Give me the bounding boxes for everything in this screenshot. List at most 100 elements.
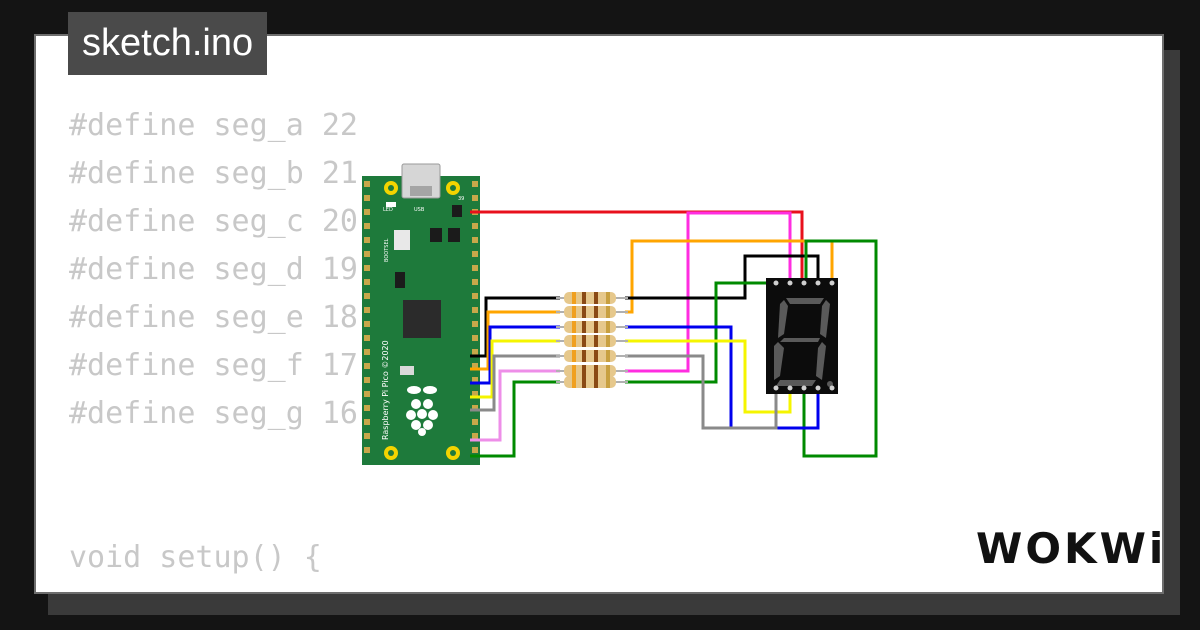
board-pin: [364, 419, 370, 425]
resistor-band: [594, 306, 598, 318]
board-pin: [472, 335, 478, 341]
board-pin: [472, 307, 478, 313]
board-pin: [364, 307, 370, 313]
board-pin: [364, 335, 370, 341]
board-pin: [364, 363, 370, 369]
resistor-band: [572, 292, 576, 304]
resistor[interactable]: [564, 350, 616, 362]
resistor-band: [582, 335, 586, 347]
display-pin: [829, 280, 835, 286]
board-pin: [364, 321, 370, 327]
code-line: #define seg_b 21: [69, 156, 358, 191]
board-pin: [364, 447, 370, 453]
board-pin: [472, 195, 478, 201]
board-pin: [472, 377, 478, 383]
board-pin: [364, 293, 370, 299]
resistor-band: [606, 321, 610, 333]
display-pin: [773, 385, 779, 391]
resistor-band: [606, 350, 610, 362]
wire-gray-right[interactable]: [625, 354, 778, 430]
wire-orange-left[interactable]: [470, 310, 560, 371]
code-line: #define seg_g 16: [69, 396, 358, 431]
resistor[interactable]: [564, 321, 616, 333]
resistor-band: [572, 350, 576, 362]
board-pin: [472, 321, 478, 327]
board-pin: [364, 237, 370, 243]
usb-label: USB: [414, 207, 425, 213]
resistor-band: [606, 292, 610, 304]
board-pin: [472, 447, 478, 453]
resistor-band: [572, 376, 576, 388]
resistor[interactable]: [564, 365, 616, 377]
board-name-label: Raspberry Pi Pico ©2020: [381, 340, 390, 440]
wire-gray-left[interactable]: [470, 354, 560, 412]
board-pin: [364, 377, 370, 383]
board-pin: [472, 363, 478, 369]
board-pin: [472, 433, 478, 439]
code-editor: #define seg_a 22 #define seg_b 21 #define …: [69, 102, 358, 582]
wire-pink-left[interactable]: [470, 369, 560, 442]
display-pin: [815, 385, 821, 391]
resistor[interactable]: [564, 292, 616, 304]
code-line: #define seg_f 17: [69, 348, 358, 383]
resistor-band: [582, 292, 586, 304]
resistor-band: [594, 321, 598, 333]
board-pin: [472, 405, 478, 411]
code-line: #define seg_a 22: [69, 108, 358, 143]
code-line: #define seg_d 19: [69, 252, 358, 287]
resistor-band: [594, 376, 598, 388]
resistor-band: [594, 292, 598, 304]
wire-orange[interactable]: [625, 239, 834, 314]
resistor-band: [572, 365, 576, 377]
code-line: #define seg_e 18: [69, 300, 358, 335]
pico-board[interactable]: LED USB 39 BOOTSEL Raspberry Pi Pico ©20…: [362, 163, 480, 465]
wire-green-top[interactable]: [625, 281, 776, 384]
code-line: #define seg_c 20: [69, 204, 358, 239]
board-pin: [472, 181, 478, 187]
display-pin: [801, 280, 807, 286]
board-pin: [472, 223, 478, 229]
resistor-band: [606, 306, 610, 318]
board-pin: [472, 237, 478, 243]
raspberry-logo-icon: [406, 386, 438, 436]
display-pin: [815, 280, 821, 286]
wire-yellow-right[interactable]: [625, 339, 792, 414]
wire-green-left[interactable]: [470, 380, 560, 458]
resistor-band: [572, 335, 576, 347]
resistor[interactable]: [564, 306, 616, 318]
wire-green-right[interactable]: [802, 239, 878, 458]
resistor-band: [572, 321, 576, 333]
wire-blue-left[interactable]: [470, 325, 560, 385]
display-pins: [773, 280, 835, 391]
board-pin: [364, 181, 370, 187]
wire-black-top[interactable]: [625, 254, 820, 300]
display-pin: [773, 280, 779, 286]
display-pin: [829, 385, 835, 391]
resistor-band: [606, 365, 610, 377]
filename-tab[interactable]: sketch.ino: [68, 12, 268, 75]
resistor[interactable]: [564, 335, 616, 347]
resistor-band: [572, 306, 576, 318]
resistor-band: [606, 376, 610, 388]
wire-black-left[interactable]: [470, 296, 560, 358]
resistor[interactable]: [564, 376, 616, 388]
seven-segment-display[interactable]: [766, 278, 838, 394]
bootsel-label: BOOTSEL: [384, 238, 390, 262]
wire-yellow-left[interactable]: [470, 339, 560, 399]
display-pin: [787, 280, 793, 286]
code-line: void setup() {: [69, 540, 322, 575]
display-pin: [787, 385, 793, 391]
led-label: LED: [383, 207, 393, 213]
resistor-array[interactable]: [556, 292, 628, 388]
segment-digit: [774, 298, 830, 386]
board-pin: [472, 349, 478, 355]
wire-red[interactable]: [470, 210, 804, 283]
board-pin: [472, 265, 478, 271]
wire-magenta[interactable]: [625, 211, 792, 373]
resistor-band: [582, 321, 586, 333]
resistor-band: [594, 350, 598, 362]
resistor-band: [582, 306, 586, 318]
pin-number-label: 39: [458, 196, 464, 202]
board-pin: [472, 419, 478, 425]
board-pin: [364, 349, 370, 355]
